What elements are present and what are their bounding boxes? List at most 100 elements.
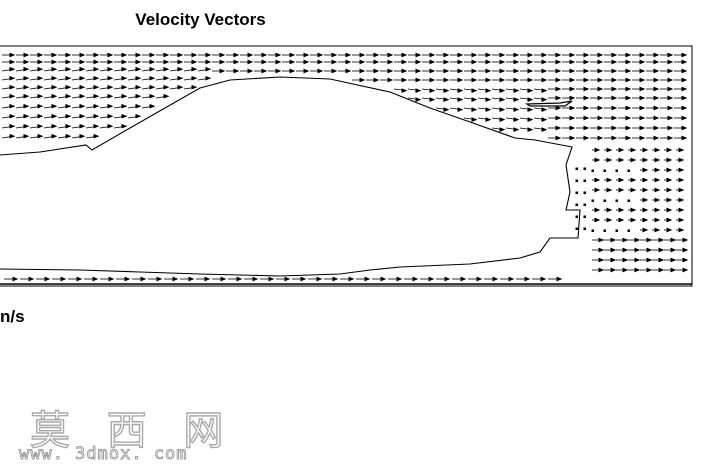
velocity-arrowhead bbox=[653, 52, 660, 58]
velocity-arrowhead bbox=[471, 117, 478, 122]
velocity-arrowhead bbox=[618, 177, 625, 183]
velocity-arrowhead bbox=[9, 93, 16, 99]
velocity-arrowhead bbox=[289, 52, 296, 58]
velocity-arrowhead bbox=[667, 95, 674, 101]
velocity-arrowhead bbox=[485, 107, 492, 112]
velocity-arrowhead bbox=[618, 157, 625, 163]
velocity-arrowhead bbox=[642, 177, 649, 183]
velocity-arrowhead bbox=[140, 276, 147, 282]
velocity-arrowhead bbox=[682, 247, 689, 253]
velocity-arrowhead bbox=[653, 95, 660, 101]
velocity-dot bbox=[583, 227, 586, 230]
velocity-arrowhead bbox=[527, 127, 534, 132]
velocity-arrowhead bbox=[555, 86, 562, 92]
vector-plot bbox=[0, 45, 693, 287]
velocity-arrowhead bbox=[79, 93, 86, 99]
units-label: n/s bbox=[0, 307, 25, 326]
velocity-arrowhead bbox=[541, 88, 548, 93]
velocity-arrowhead bbox=[630, 217, 637, 223]
velocity-arrowhead bbox=[625, 115, 632, 121]
velocity-arrowhead bbox=[65, 84, 72, 90]
velocity-arrowhead bbox=[569, 68, 576, 74]
velocity-arrowhead bbox=[51, 113, 58, 119]
velocity-arrowhead bbox=[300, 276, 307, 282]
velocity-arrowhead bbox=[646, 267, 653, 273]
velocity-arrowhead bbox=[429, 52, 436, 58]
velocity-vector-field bbox=[1, 52, 689, 282]
velocity-arrowhead bbox=[653, 135, 660, 141]
velocity-arrowhead bbox=[93, 59, 100, 65]
velocity-arrowhead bbox=[630, 147, 637, 153]
velocity-dot bbox=[591, 199, 594, 202]
velocity-arrowhead bbox=[681, 59, 688, 65]
velocity-arrowhead bbox=[606, 217, 613, 223]
velocity-arrowhead bbox=[476, 276, 483, 282]
velocity-arrowhead bbox=[37, 75, 44, 81]
watermark-chinese: 莫 西 网 bbox=[29, 407, 236, 454]
velocity-arrowhead bbox=[513, 77, 520, 83]
velocity-arrowhead bbox=[149, 75, 156, 81]
velocity-arrowhead bbox=[639, 105, 646, 111]
velocity-arrowhead bbox=[23, 93, 30, 99]
velocity-arrowhead bbox=[373, 59, 380, 65]
velocity-arrowhead bbox=[135, 84, 142, 90]
velocity-arrowhead bbox=[191, 84, 198, 90]
velocity-arrowhead bbox=[634, 237, 641, 243]
velocity-arrowhead bbox=[630, 157, 637, 163]
velocity-arrowhead bbox=[583, 59, 590, 65]
velocity-arrowhead bbox=[247, 52, 254, 58]
velocity-arrowhead bbox=[527, 97, 534, 102]
velocity-arrowhead bbox=[401, 77, 408, 83]
velocity-arrowhead bbox=[666, 177, 673, 183]
velocity-dot bbox=[583, 215, 586, 218]
velocity-arrowhead bbox=[460, 276, 467, 282]
velocity-arrowhead bbox=[471, 52, 478, 58]
velocity-arrowhead bbox=[191, 66, 198, 72]
velocity-arrowhead bbox=[598, 247, 605, 253]
velocity-arrowhead bbox=[149, 66, 156, 72]
car-body-outline bbox=[0, 76, 581, 277]
velocity-arrowhead bbox=[654, 167, 661, 173]
velocity-arrowhead bbox=[611, 68, 618, 74]
velocity-arrowhead bbox=[642, 147, 649, 153]
velocity-dot bbox=[575, 191, 578, 194]
velocity-arrowhead bbox=[380, 276, 387, 282]
velocity-arrowhead bbox=[639, 68, 646, 74]
velocity-arrowhead bbox=[666, 167, 673, 173]
velocity-arrowhead bbox=[597, 59, 604, 65]
velocity-arrowhead bbox=[678, 227, 685, 233]
velocity-arrowhead bbox=[345, 59, 352, 65]
velocity-arrowhead bbox=[606, 187, 613, 193]
velocity-arrowhead bbox=[611, 95, 618, 101]
velocity-dot bbox=[603, 229, 606, 232]
velocity-arrowhead bbox=[654, 187, 661, 193]
velocity-arrowhead bbox=[415, 59, 422, 65]
velocity-arrowhead bbox=[541, 52, 548, 58]
velocity-arrowhead bbox=[457, 107, 464, 112]
velocity-arrowhead bbox=[107, 123, 114, 129]
velocity-arrowhead bbox=[569, 77, 576, 83]
velocity-arrowhead bbox=[107, 84, 114, 90]
velocity-arrowhead bbox=[188, 276, 195, 282]
velocity-arrowhead bbox=[9, 103, 16, 109]
velocity-arrowhead bbox=[485, 68, 492, 74]
velocity-dot bbox=[575, 167, 578, 170]
velocity-arrowhead bbox=[163, 75, 170, 81]
velocity-arrowhead bbox=[654, 197, 661, 203]
velocity-arrowhead bbox=[485, 117, 492, 122]
velocity-arrowhead bbox=[51, 66, 58, 72]
velocity-arrowhead bbox=[65, 66, 72, 72]
velocity-arrowhead bbox=[401, 88, 408, 93]
velocity-arrowhead bbox=[569, 125, 576, 131]
velocity-arrowhead bbox=[499, 107, 506, 112]
velocity-arrowhead bbox=[23, 123, 30, 129]
velocity-arrowhead bbox=[610, 267, 617, 273]
plot-frame bbox=[0, 45, 693, 287]
velocity-arrowhead bbox=[667, 105, 674, 111]
velocity-arrowhead bbox=[622, 237, 629, 243]
velocity-arrowhead bbox=[667, 59, 674, 65]
velocity-arrowhead bbox=[79, 133, 86, 139]
velocity-arrowhead bbox=[625, 86, 632, 92]
velocity-arrowhead bbox=[667, 115, 674, 121]
velocity-arrowhead bbox=[9, 66, 16, 72]
